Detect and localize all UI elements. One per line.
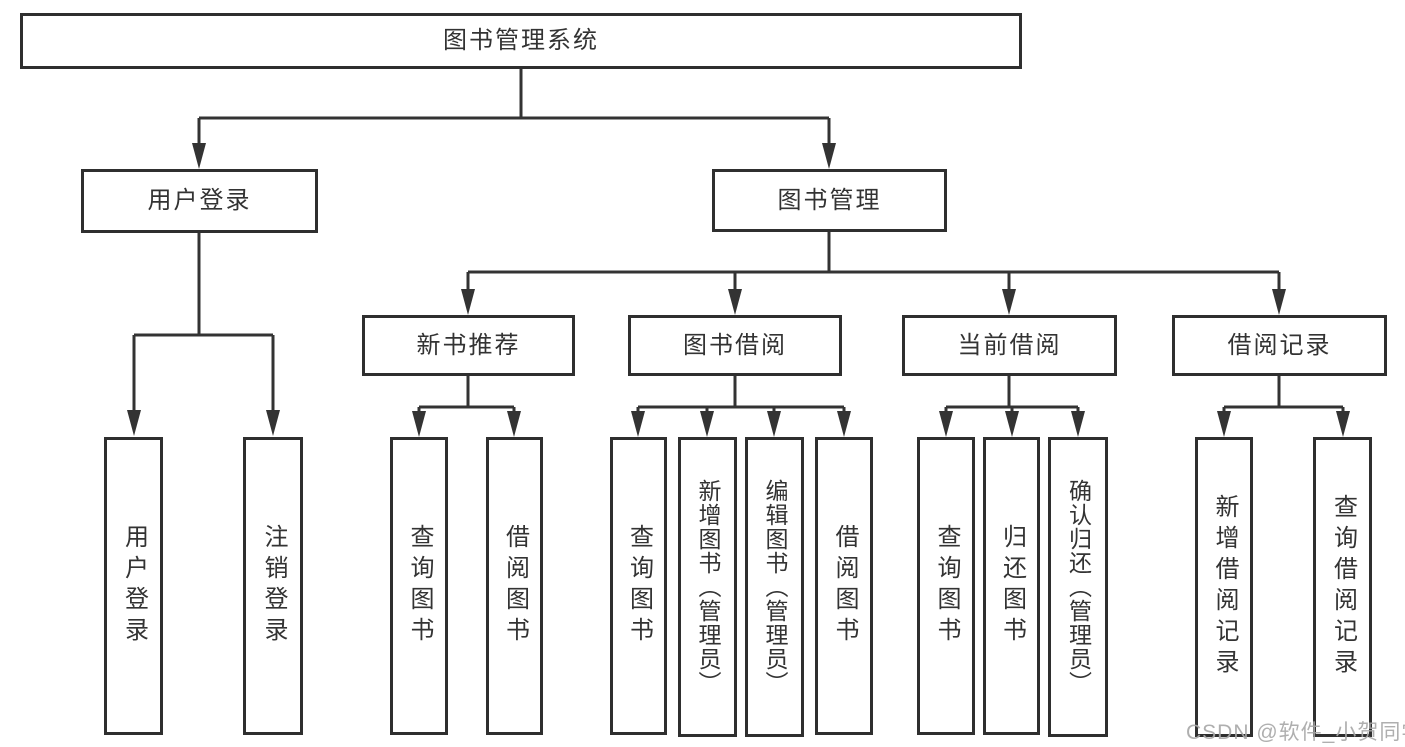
node-new-book-recommend: 新书推荐 (362, 315, 575, 376)
arrow-down-icon (1217, 411, 1231, 437)
arrow-down-icon (266, 410, 280, 436)
arrow-down-icon (461, 289, 475, 315)
connector-lines (132, 69, 1345, 413)
leaf-borrow-books-borrow: 借阅图书 (815, 437, 873, 735)
arrow-down-icon (700, 411, 714, 437)
arrow-down-icon (507, 411, 521, 437)
leaf-query-books-recommend: 查询图书 (390, 437, 448, 735)
node-user-login: 用户登录 (81, 169, 318, 233)
arrow-down-icon (631, 411, 645, 437)
node-book-borrow: 图书借阅 (628, 315, 842, 376)
arrow-down-icon (1005, 411, 1019, 437)
arrowheads (127, 143, 1350, 437)
arrow-down-icon (1071, 411, 1085, 437)
leaf-add-borrow-record: 新增借阅记录 (1195, 437, 1253, 737)
arrow-down-icon (127, 410, 141, 436)
arrow-down-icon (837, 411, 851, 437)
leaf-user-login: 用户登录 (104, 437, 163, 735)
node-book-management: 图书管理 (712, 169, 947, 232)
arrow-down-icon (1002, 289, 1016, 315)
leaf-return-book: 归还图书 (983, 437, 1040, 735)
leaf-add-book-admin: 新增图书（管理员） (678, 437, 737, 737)
leaf-query-books-current: 查询图书 (917, 437, 975, 735)
arrow-down-icon (412, 411, 426, 437)
node-borrow-records: 借阅记录 (1172, 315, 1387, 376)
arrow-down-icon (822, 143, 836, 169)
leaf-edit-book-admin: 编辑图书（管理员） (745, 437, 804, 737)
leaf-confirm-return-admin: 确认归还（管理员） (1048, 437, 1108, 737)
node-library-management-system: 图书管理系统 (20, 13, 1022, 69)
arrow-down-icon (1272, 289, 1286, 315)
leaf-logout-login: 注销登录 (243, 437, 303, 735)
arrow-down-icon (767, 411, 781, 437)
csdn-watermark: CSDN @软件_小贺同学 (1186, 721, 1405, 744)
arrow-down-icon (192, 143, 206, 169)
node-current-borrow: 当前借阅 (902, 315, 1117, 376)
arrow-down-icon (939, 411, 953, 437)
leaf-query-books-borrow: 查询图书 (610, 437, 667, 735)
arrow-down-icon (728, 289, 742, 315)
leaf-query-borrow-record: 查询借阅记录 (1313, 437, 1372, 737)
leaf-borrow-books-recommend: 借阅图书 (486, 437, 543, 735)
arrow-down-icon (1336, 411, 1350, 437)
